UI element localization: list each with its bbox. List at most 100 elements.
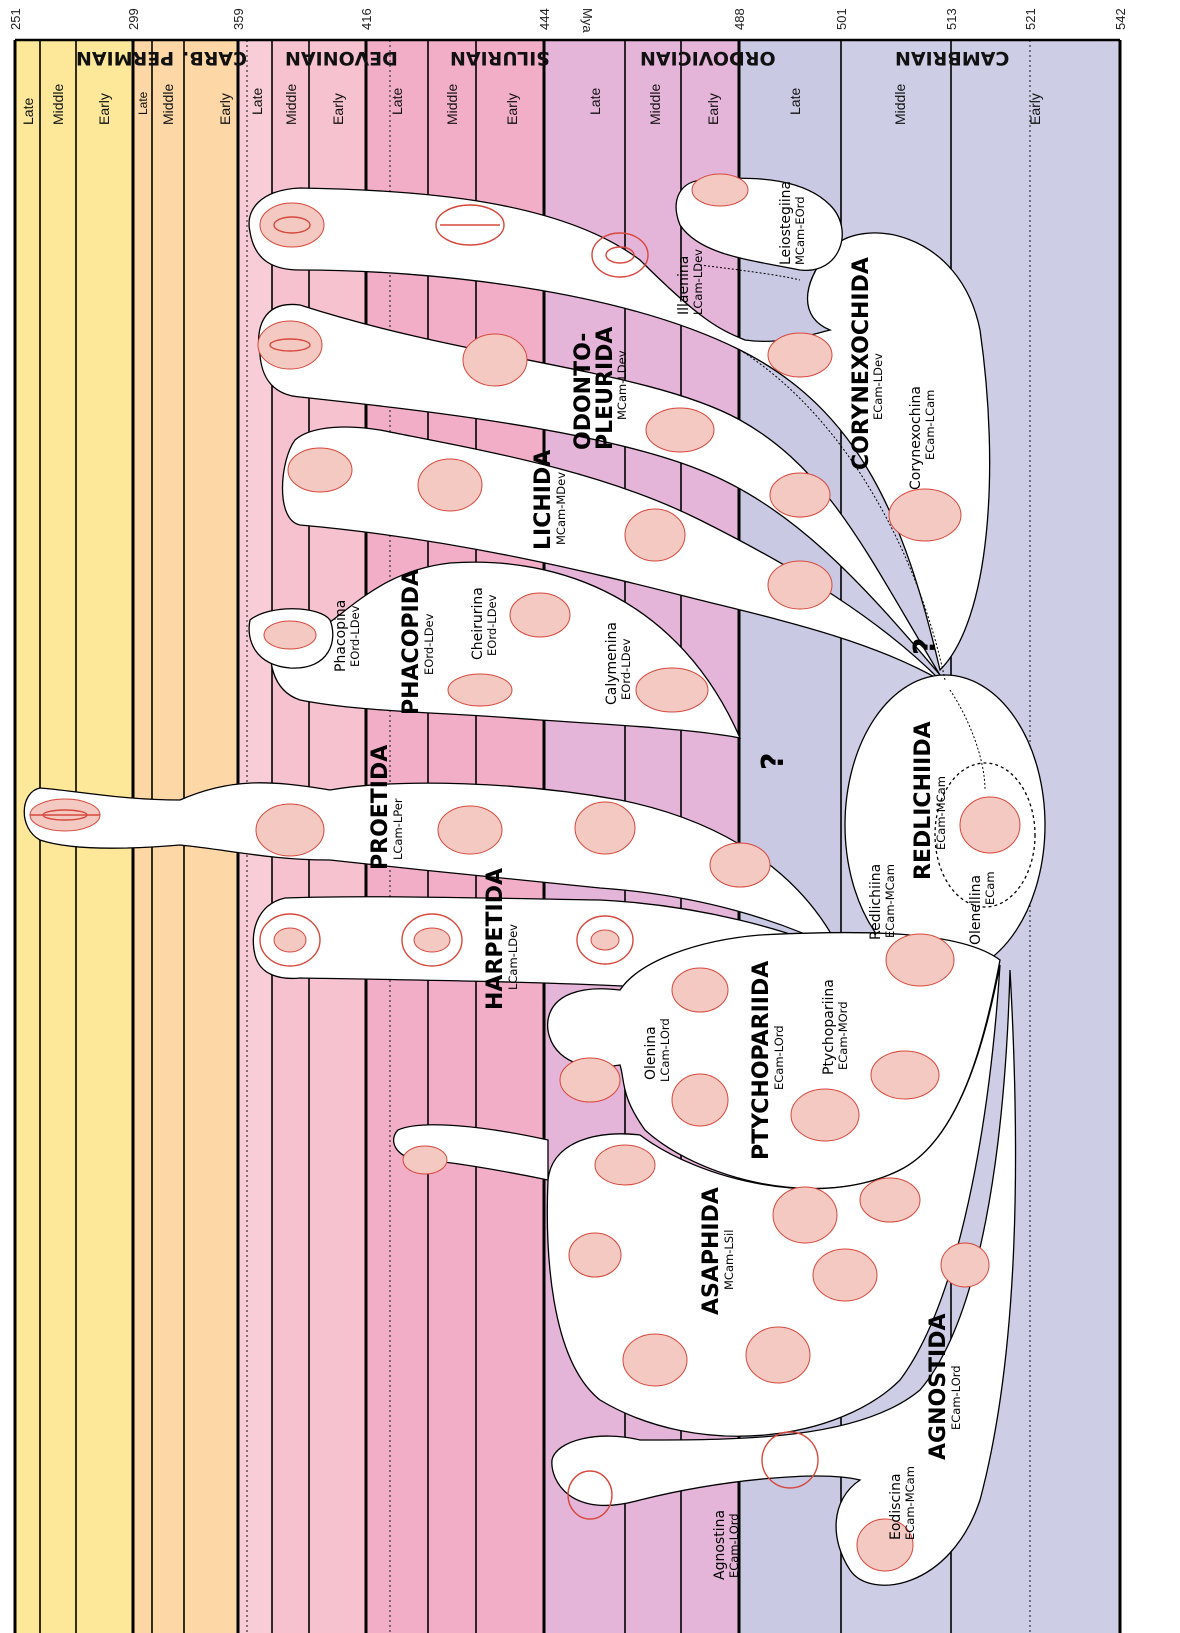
epoch-carb-late: Late — [136, 91, 150, 115]
fossil-icon — [860, 1178, 920, 1222]
label-phacopina: Phacopina — [333, 600, 349, 672]
label-phacopida: PHACOPIDA — [399, 569, 424, 715]
fossil-icon — [569, 1233, 621, 1277]
epoch-ordovician-late: Late — [587, 88, 603, 115]
epoch-devonian-early: Early — [330, 93, 346, 125]
fossil-icon — [463, 334, 527, 386]
range-phacopina: EOrd-LDev — [348, 605, 362, 667]
fossil-icon — [448, 674, 512, 706]
epoch-cambrian-middle: Middle — [892, 84, 908, 125]
range-agnostida: ECam-LOrd — [949, 1365, 963, 1430]
fossil-icon — [746, 1327, 810, 1383]
range-lichida: MCam-MDev — [554, 472, 568, 545]
epoch-cambrian-early: Early — [1027, 93, 1043, 125]
epoch-ordovician-middle: Middle — [647, 84, 663, 125]
question-mark-ordovician: ? — [756, 753, 791, 770]
range-illaenina: LCam-LDev — [691, 249, 705, 315]
fossil-icon — [30, 799, 100, 831]
fossil-icon — [773, 1187, 837, 1243]
fossil-icon — [871, 1051, 939, 1099]
mya-501: 501 — [834, 8, 849, 30]
range-corynexochina: ECam-LCam — [923, 390, 937, 460]
period-label-carb: CARB. — [182, 47, 247, 69]
fossil-icon — [692, 174, 748, 206]
fossil-icon — [710, 843, 770, 887]
fossil-icon — [672, 968, 728, 1012]
label-asaphida: ASAPHIDA — [699, 1187, 724, 1315]
fossil-icon — [403, 1146, 447, 1174]
fossil-icon — [288, 448, 352, 492]
label-calymenina: Calymenina — [604, 622, 620, 705]
fossil-icon — [768, 333, 832, 377]
range-leiostegiina: MCam-EOrd — [793, 197, 807, 266]
range-odontopleurida: MCam-LDev — [615, 350, 629, 420]
range-harpetida: LCam-LDev — [506, 924, 520, 990]
label-eodiscina: Eodiscina — [888, 1473, 904, 1540]
epoch-devonian-late: Late — [249, 88, 265, 115]
label-illaenina: Illaenina — [676, 256, 692, 315]
fossil-icon — [256, 804, 324, 856]
epoch-permian-middle: Middle — [50, 84, 66, 125]
epoch-silurian-late: Late — [389, 88, 405, 115]
range-olenina: LCam-LOrd — [658, 1018, 672, 1082]
range-redlichiida: ECam-MCam — [934, 776, 948, 850]
fossil-icon — [889, 489, 961, 541]
fossil-icon — [886, 934, 954, 986]
mya-488: 488 — [732, 8, 747, 30]
range-calymenina: EOrd-LDev — [619, 638, 633, 700]
fossil-icon — [625, 509, 685, 561]
range-phacopida: EOrd-LDev — [422, 613, 436, 675]
epoch-ordovician-early: Early — [705, 93, 721, 125]
range-olenellina: ECam — [983, 871, 997, 905]
label-olenellina: Olenellina — [968, 875, 984, 945]
label-cheirurina: Cheirurina — [470, 587, 486, 660]
label-redlichiida: REDLICHIIDA — [911, 721, 936, 880]
period-label-devonian: DEVONIAN — [285, 47, 398, 69]
mya-521: 521 — [1023, 8, 1038, 30]
mya-444: 444 — [537, 8, 552, 30]
period-label-permian: PERMIAN — [76, 47, 174, 69]
fossil-icon — [258, 321, 322, 369]
range-ptychopariina: ECam-MOrd — [836, 1002, 850, 1071]
fossil-icon — [768, 561, 832, 609]
fossil-icon — [264, 621, 316, 649]
epoch-silurian-early: Early — [504, 93, 520, 125]
fossil-icon — [623, 1334, 687, 1386]
fossil-icon — [260, 203, 324, 247]
fossil-icon — [646, 408, 714, 452]
epoch-cambrian-late: Late — [787, 88, 803, 115]
epoch-permian-late: Late — [20, 98, 36, 125]
epoch-carb-middle: Middle — [160, 84, 176, 125]
label-proetida: PROETIDA — [368, 745, 393, 870]
mya-542: 542 — [1113, 8, 1128, 30]
fossil-icon — [595, 1145, 655, 1185]
mya-251: 251 — [8, 8, 23, 30]
range-cheirurina: EOrd-LDev — [485, 594, 499, 656]
label-lichida: LICHIDA — [531, 450, 556, 550]
fossil-icon — [418, 459, 482, 511]
range-proetida: LCam-LPer — [391, 798, 405, 860]
fossil-icon — [560, 1058, 620, 1102]
epoch-devonian-middle: Middle — [283, 84, 299, 125]
period-label-cambrian: CAMBRIAN — [895, 47, 1009, 69]
label-ptychopariina: Ptychopariina — [821, 979, 837, 1075]
question-mark-cambrian: ? — [908, 638, 943, 655]
mya-labels: 251 299 359 416 444 Mya 488 501 513 521 … — [8, 8, 1128, 33]
fossil-icon — [941, 1243, 989, 1287]
range-asaphida: MCam-LSil — [722, 1230, 736, 1290]
fossil-icon — [510, 593, 570, 637]
range-corynexochida: ECam-LDev — [871, 353, 885, 420]
fossil-icon — [575, 802, 635, 854]
label-ptychopariida: PTYCHOPARIIDA — [749, 961, 774, 1160]
mya-513: 513 — [944, 8, 959, 30]
fossil-icon — [791, 1089, 859, 1141]
label-redlichiina: Redlichiina — [868, 864, 884, 940]
mya-359: 359 — [231, 8, 246, 30]
fossil-icon — [960, 797, 1020, 853]
fossil-icon — [672, 1074, 728, 1126]
epoch-silurian-middle: Middle — [444, 84, 460, 125]
mya-416: 416 — [359, 8, 374, 30]
fossil-icon — [636, 668, 708, 712]
